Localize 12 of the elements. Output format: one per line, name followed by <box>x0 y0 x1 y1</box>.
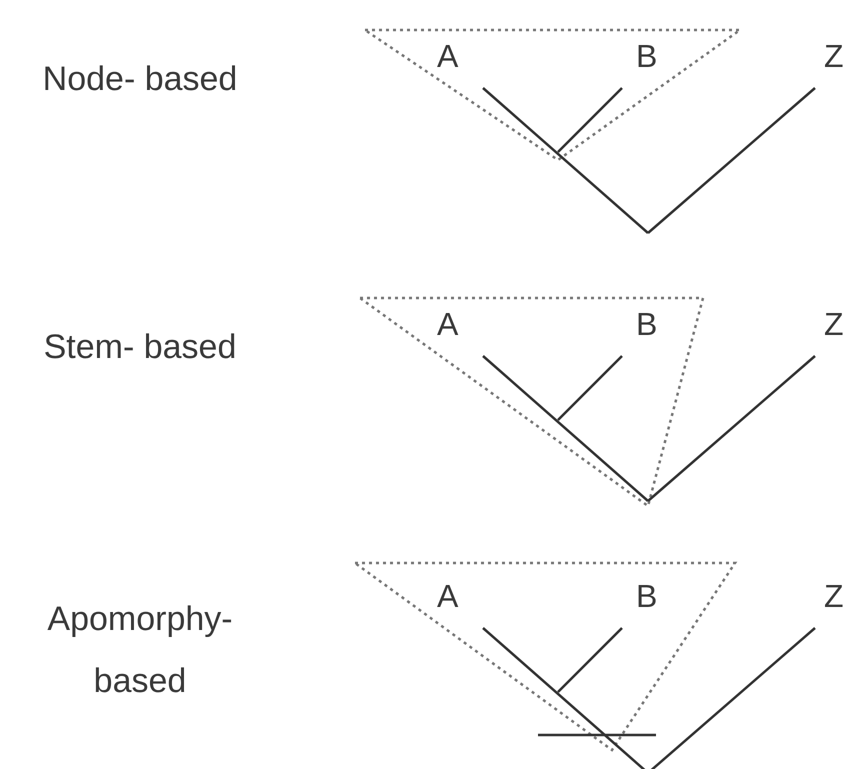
definition-label: Node- based <box>42 59 238 100</box>
taxon-label: B <box>636 308 658 340</box>
taxon-label: B <box>636 580 658 612</box>
taxon-label: A <box>437 580 458 612</box>
taxon-label: A <box>437 40 458 72</box>
taxon-label: Z <box>824 40 844 72</box>
taxon-label: B <box>636 40 658 72</box>
taxon-label: A <box>437 308 458 340</box>
definition-label: Apomorphy- based <box>46 599 234 702</box>
taxon-label: Z <box>824 580 844 612</box>
definition-label: Stem- based <box>42 327 238 368</box>
taxon-label: Z <box>824 308 844 340</box>
